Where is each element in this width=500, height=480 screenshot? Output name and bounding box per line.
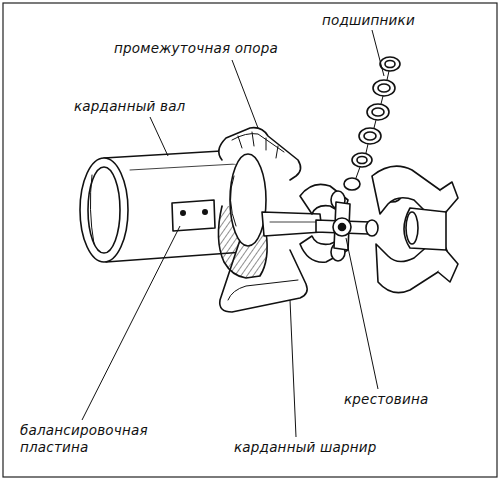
yoke-shaft — [262, 212, 322, 236]
part-label: карданный шарнир — [232, 439, 379, 456]
leader-line — [150, 117, 168, 156]
part-label: промежуточная опора — [112, 40, 280, 57]
flange-yoke — [372, 166, 458, 293]
balancing-plate — [172, 200, 215, 231]
leader-lines — [82, 30, 384, 437]
leader-line — [232, 60, 258, 128]
part-label: балансировочная пластина — [18, 422, 154, 456]
leader-line — [290, 300, 296, 437]
part-label: крестовина — [342, 391, 430, 408]
leader-line — [82, 226, 180, 420]
leader-line — [346, 238, 378, 389]
frame — [3, 3, 497, 477]
leader-line — [372, 30, 384, 76]
part-label: карданный вал — [72, 98, 187, 115]
part-label: подшипники — [320, 12, 417, 29]
